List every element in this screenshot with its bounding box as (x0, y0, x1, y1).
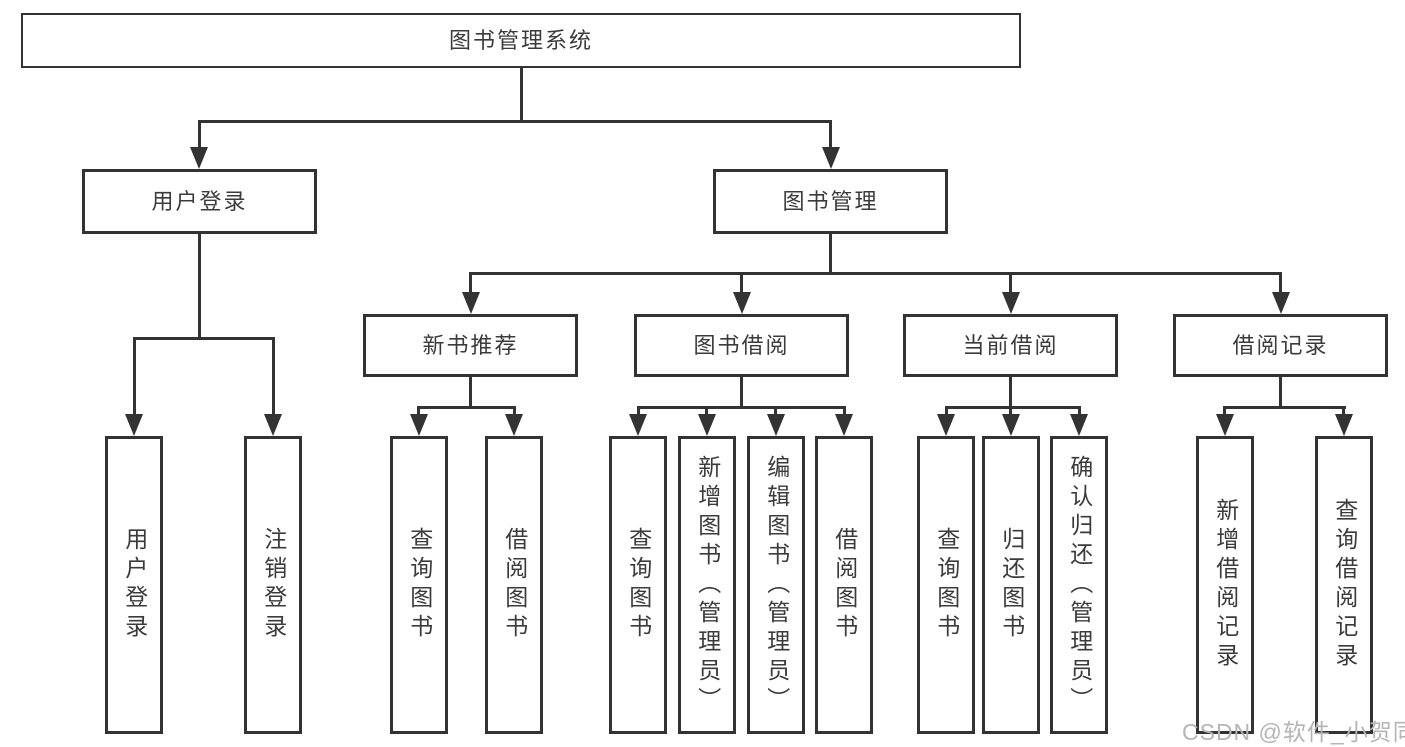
connector-line (843, 406, 846, 418)
leaf-edit-books-admin-label: 编辑图书（管理员） (763, 454, 790, 716)
arrow-head-icon (190, 147, 208, 169)
connector-line (705, 406, 708, 418)
leaf-query-books-recommend: 查询图书 (390, 436, 448, 734)
connector-line (198, 120, 832, 123)
connector-line (1279, 377, 1282, 409)
node-new-book-recommend: 新书推荐 (363, 314, 578, 377)
leaf-confirm-return-admin-label: 确认归还（管理员） (1066, 454, 1093, 716)
arrow-head-icon (462, 292, 480, 314)
connector-line (133, 337, 274, 340)
leaf-query-borrow-record-label: 查询借阅记录 (1331, 498, 1358, 672)
connector-line (469, 272, 472, 297)
connector-line (1009, 377, 1012, 409)
arrow-head-icon (1070, 414, 1088, 436)
node-current-borrowing: 当前借阅 (903, 314, 1118, 377)
connector-line (470, 272, 1282, 275)
arrow-head-icon (410, 414, 428, 436)
arrow-head-icon (1002, 292, 1020, 314)
arrow-head-icon (629, 414, 647, 436)
connector-line (513, 406, 516, 418)
connector-line (1223, 406, 1226, 418)
leaf-borrow-books-borrowing: 借阅图书 (815, 436, 873, 734)
arrow-head-icon (698, 414, 716, 436)
node-book-borrowing: 图书借阅 (634, 314, 849, 377)
connector-line (740, 272, 743, 297)
connector-line (1009, 272, 1012, 297)
arrow-head-icon (1002, 414, 1020, 436)
node-library-system: 图书管理系统 (21, 13, 1021, 68)
node-user-login: 用户登录 (82, 169, 317, 234)
leaf-logout: 注销登录 (244, 436, 302, 734)
arrow-head-icon (505, 414, 523, 436)
connector-line (774, 406, 777, 418)
leaf-edit-books-admin: 编辑图书（管理员） (747, 436, 805, 734)
connector-line (829, 120, 832, 148)
connector-line (1279, 272, 1282, 297)
leaf-add-books-admin: 新增图书（管理员） (678, 436, 736, 734)
leaf-logout-label: 注销登录 (260, 527, 287, 643)
arrow-head-icon (125, 414, 143, 436)
connector-line (637, 406, 846, 409)
node-borrow-records: 借阅记录 (1173, 314, 1388, 377)
connector-line (520, 68, 523, 121)
connector-line (945, 406, 1081, 409)
connector-line (1224, 406, 1346, 409)
leaf-borrow-books-borrowing-label: 借阅图书 (831, 527, 858, 643)
leaf-borrow-books-recommend-label: 借阅图书 (501, 527, 528, 643)
connector-line (637, 406, 640, 418)
connector-line (198, 120, 201, 148)
node-user-login-label: 用户登录 (151, 188, 248, 214)
leaf-return-books-label: 归还图书 (998, 527, 1025, 643)
leaf-user-login-label: 用户登录 (121, 527, 148, 643)
arrow-head-icon (767, 414, 785, 436)
leaf-confirm-return-admin: 确认归还（管理员） (1050, 436, 1108, 734)
node-borrow-records-label: 借阅记录 (1232, 332, 1329, 358)
arrow-head-icon (733, 292, 751, 314)
connector-line (1009, 406, 1012, 418)
leaf-query-books-borrowing: 查询图书 (609, 436, 667, 734)
leaf-add-borrow-record: 新增借阅记录 (1196, 436, 1254, 734)
arrow-head-icon (1335, 414, 1353, 436)
leaf-add-books-admin-label: 新增图书（管理员） (694, 454, 721, 716)
connector-line (740, 377, 743, 409)
arrow-head-icon (937, 414, 955, 436)
connector-line (1342, 406, 1345, 418)
leaf-query-books-current: 查询图书 (917, 436, 975, 734)
arrow-head-icon (1272, 292, 1290, 314)
node-library-system-label: 图书管理系统 (448, 27, 593, 53)
csdn-watermark: CSDN @软件_小贺同学 (1182, 719, 1405, 745)
connector-line (133, 337, 136, 417)
leaf-user-login: 用户登录 (105, 436, 163, 734)
connector-line (1078, 406, 1081, 418)
node-book-management: 图书管理 (713, 169, 948, 234)
node-book-management-label: 图书管理 (782, 188, 879, 214)
connector-line (945, 406, 948, 418)
node-current-borrowing-label: 当前借阅 (962, 332, 1059, 358)
connector-line (272, 337, 275, 417)
connector-line (418, 406, 516, 409)
arrow-head-icon (835, 414, 853, 436)
leaf-query-borrow-record: 查询借阅记录 (1315, 436, 1373, 734)
node-book-borrowing-label: 图书借阅 (693, 332, 790, 358)
leaf-query-books-borrowing-label: 查询图书 (625, 527, 652, 643)
leaf-query-books-recommend-label: 查询图书 (406, 527, 433, 643)
leaf-add-borrow-record-label: 新增借阅记录 (1212, 498, 1239, 672)
arrow-head-icon (1216, 414, 1234, 436)
leaf-return-books: 归还图书 (982, 436, 1040, 734)
node-new-book-recommend-label: 新书推荐 (422, 332, 519, 358)
arrow-head-icon (822, 147, 840, 169)
connector-line (198, 234, 201, 339)
connector-line (469, 377, 472, 409)
arrow-head-icon (264, 414, 282, 436)
connector-line (829, 234, 832, 273)
leaf-borrow-books-recommend: 借阅图书 (485, 436, 543, 734)
connector-line (417, 406, 420, 418)
leaf-query-books-current-label: 查询图书 (933, 527, 960, 643)
